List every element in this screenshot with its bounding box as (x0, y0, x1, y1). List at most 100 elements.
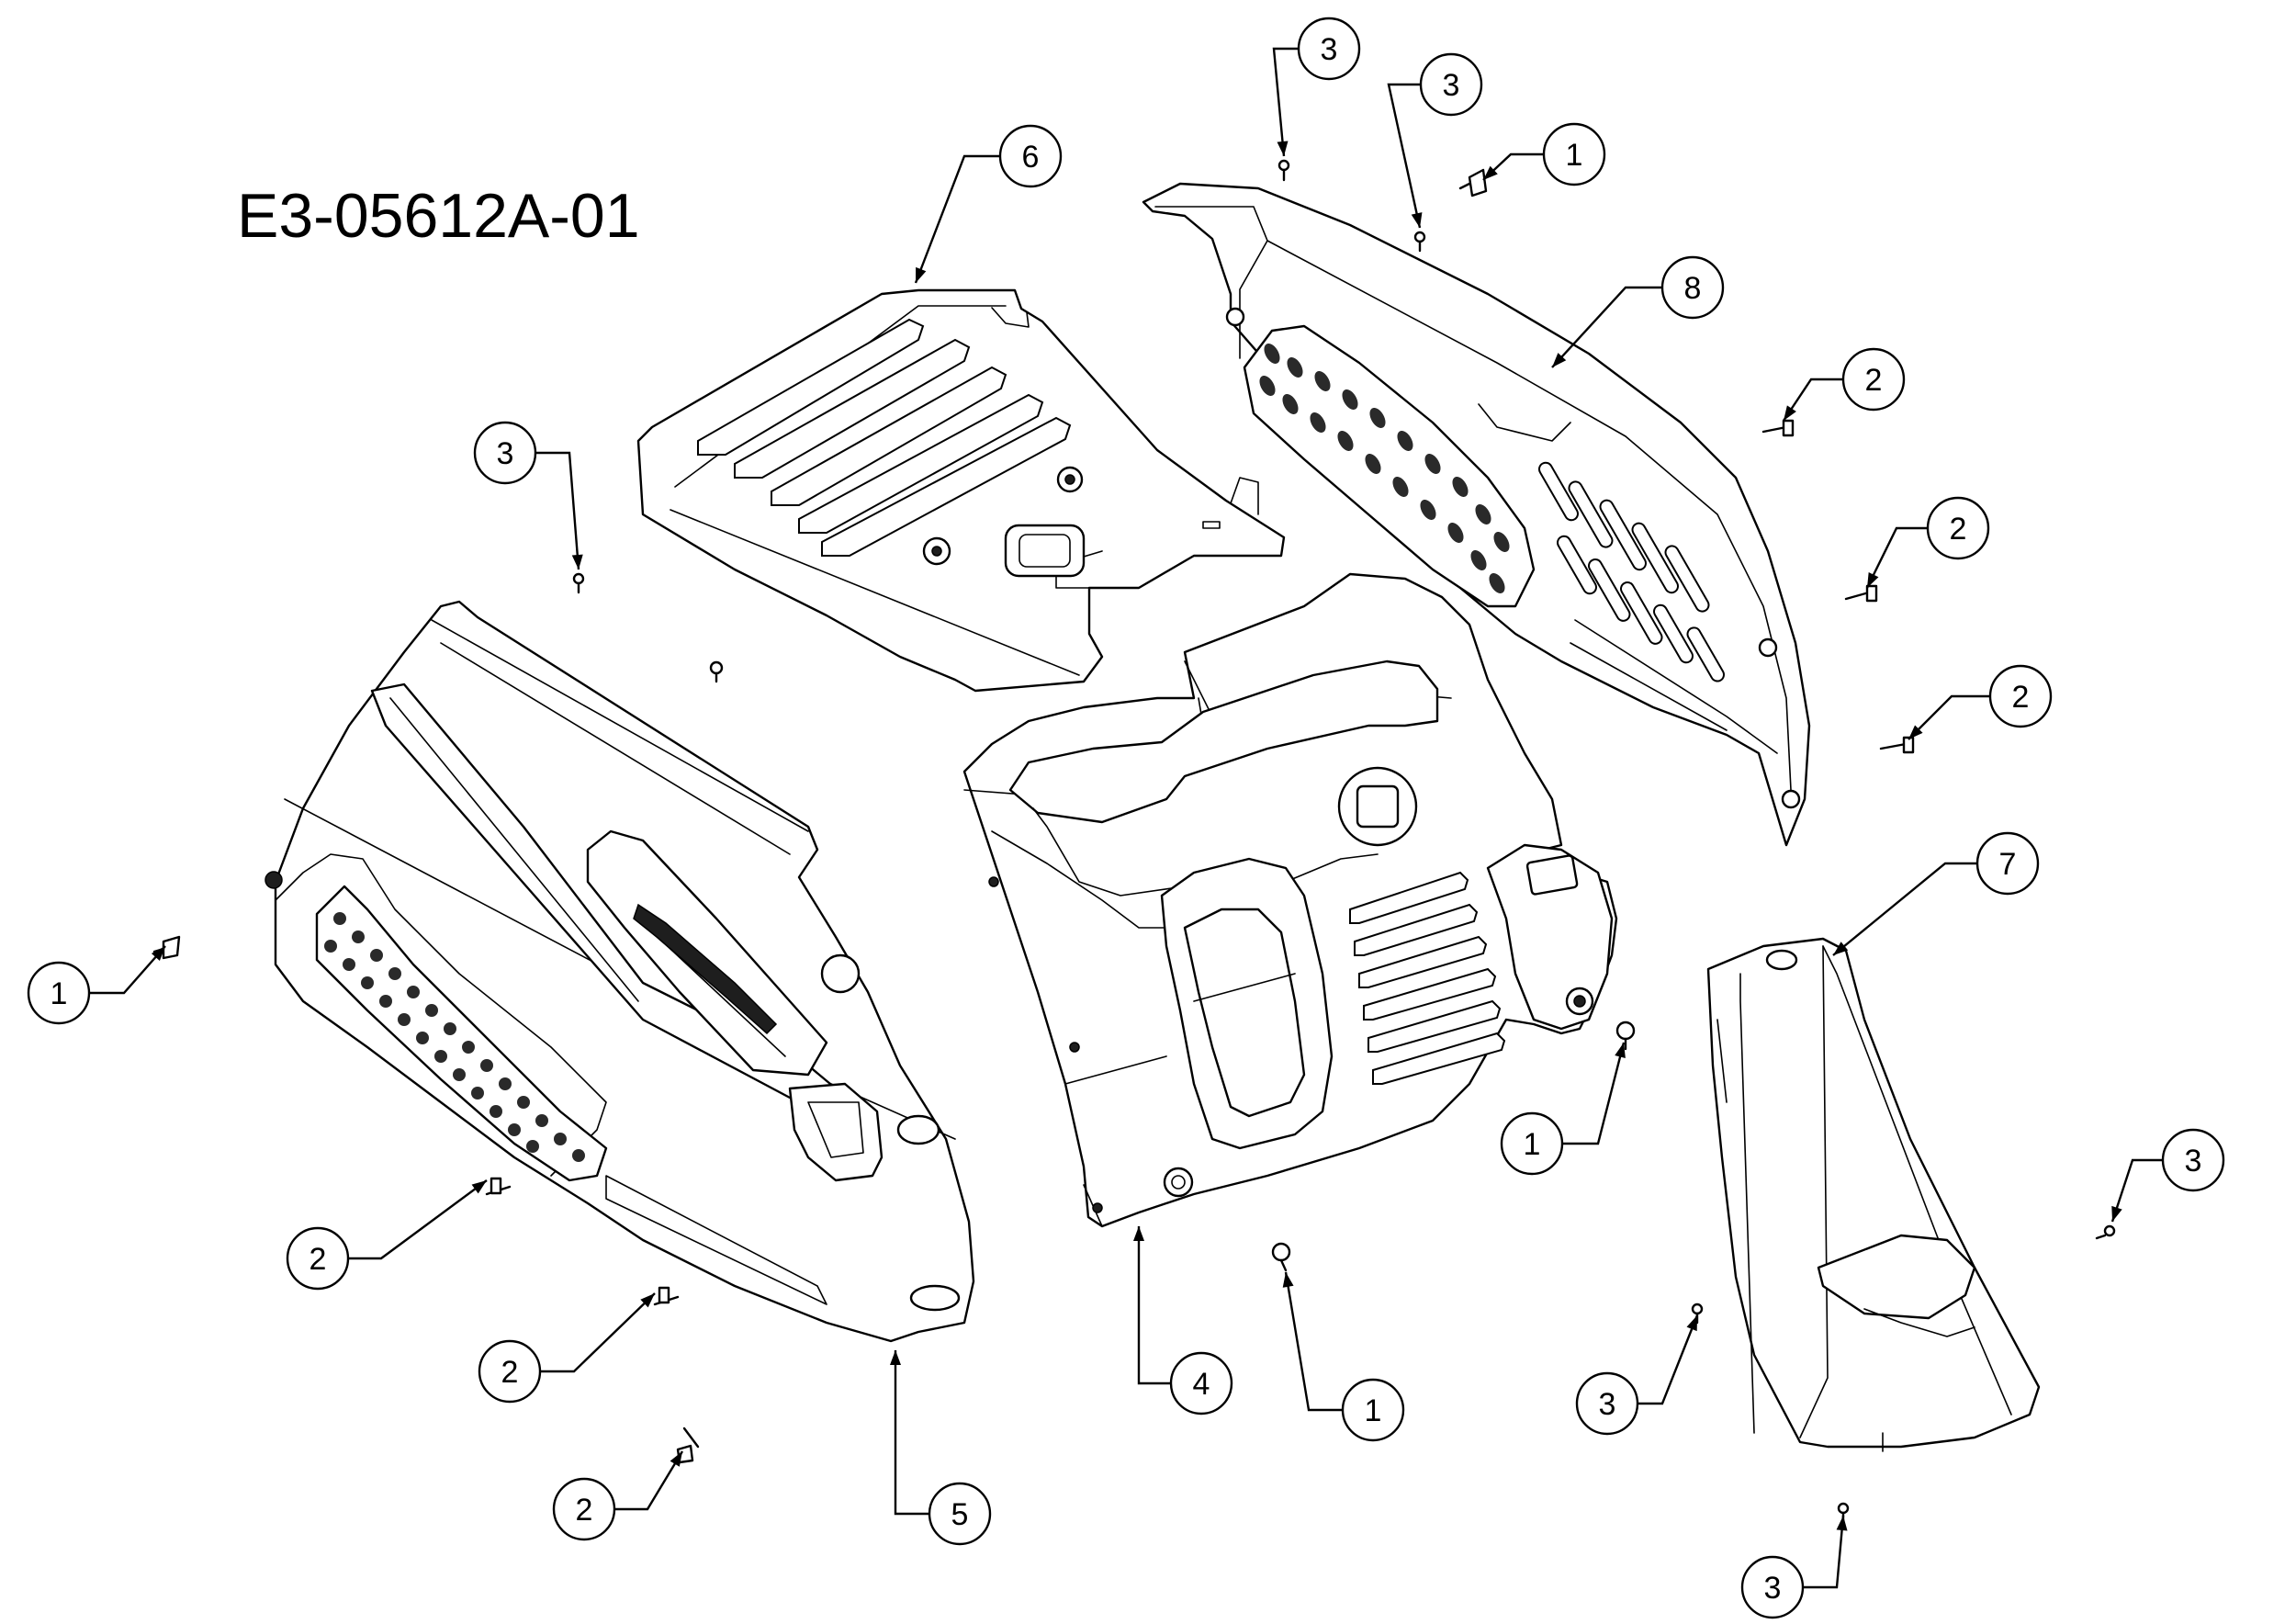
leader-line (1865, 526, 1927, 589)
part-7-column-cover (1706, 937, 2041, 1452)
leader-line (1272, 47, 1298, 157)
arrowhead (1836, 1516, 1848, 1531)
arrowhead (1615, 1043, 1626, 1058)
callout-2: 2 (478, 1292, 656, 1404)
arrowhead (1784, 405, 1796, 421)
callout-number: 2 (1950, 512, 1967, 547)
callout-circle (1297, 17, 1361, 81)
callout-2: 2 (286, 1179, 488, 1291)
part-8-rear-panel (1142, 182, 1811, 847)
fasteners (152, 159, 2116, 1524)
callout-circle (478, 1339, 542, 1404)
arrowhead (1908, 725, 1923, 739)
arrowhead (1552, 353, 1567, 367)
callout-2: 2 (552, 1450, 684, 1541)
callout-circle (1660, 255, 1725, 320)
leader-line (90, 945, 166, 995)
leader-line (914, 154, 999, 284)
callout-3: 3 (1740, 1515, 1848, 1619)
callout-number: 6 (1022, 140, 1040, 175)
leader-line (1832, 862, 1976, 956)
arrowhead (890, 1350, 901, 1365)
callout-number: 8 (1684, 271, 1702, 306)
leader-line (894, 1350, 929, 1516)
callout-circle (1341, 1378, 1405, 1442)
callout-number: 3 (1443, 68, 1460, 103)
callout-circle (998, 124, 1063, 188)
callout-3: 3 (473, 421, 583, 570)
leader-line (1137, 1226, 1170, 1385)
callout-circle (2161, 1128, 2225, 1192)
leader-line (2110, 1158, 2162, 1223)
bolt-icon (485, 419, 1915, 1464)
arrowhead (1133, 1226, 1144, 1241)
callout-number: 3 (1321, 32, 1338, 67)
callout-circle (1926, 496, 1990, 560)
leader-line (1804, 1515, 1845, 1589)
callout-number: 1 (51, 976, 68, 1011)
callout-number: 3 (2185, 1144, 2202, 1179)
leader-line (536, 451, 580, 570)
arrowhead (1867, 571, 1879, 588)
callout-number: 5 (951, 1497, 969, 1532)
leader-line (541, 1292, 656, 1373)
callout-2: 2 (1908, 664, 2053, 740)
part-4-front-hood (962, 572, 1618, 1228)
callout-circle (552, 1477, 616, 1541)
callout-circle (473, 421, 537, 485)
callout-3: 3 (1387, 52, 1483, 229)
callout-circle (27, 961, 91, 1025)
arrowhead (670, 1451, 682, 1467)
callout-circle (1988, 664, 2053, 728)
callout-circle (1740, 1555, 1805, 1619)
arrowhead (1282, 1272, 1294, 1288)
arrowhead (471, 1180, 487, 1194)
callout-circle (1975, 831, 2040, 896)
leader-line (1561, 1042, 1626, 1145)
callout-number: 2 (2012, 680, 2030, 715)
arrowhead (1686, 1315, 1697, 1332)
callout-number: 2 (310, 1242, 327, 1277)
callout-2: 2 (1783, 347, 1906, 422)
leader-line (1908, 694, 1989, 740)
callout-circle (1169, 1351, 1233, 1415)
arrowhead (2111, 1205, 2122, 1222)
callout-2: 2 (1865, 496, 1990, 589)
callout-number: 1 (1566, 138, 1583, 173)
arrowhead (571, 554, 583, 570)
callout-1: 1 (1282, 1271, 1405, 1442)
part-6-top-panel (636, 288, 1286, 693)
callout-4: 4 (1133, 1226, 1233, 1415)
callout-5: 5 (890, 1350, 992, 1546)
leader-line (1783, 378, 1842, 422)
part-5-left-side-panel (264, 600, 975, 1343)
drawing-number: E3-05612A-01 (237, 181, 640, 251)
callout-circle (286, 1226, 350, 1291)
callout-6: 6 (914, 124, 1063, 284)
callout-number: 2 (501, 1355, 519, 1390)
callout-3: 3 (1575, 1314, 1699, 1436)
callout-1: 1 (1482, 122, 1606, 186)
arrowhead (1483, 165, 1498, 180)
callout-number: 4 (1193, 1367, 1210, 1402)
callout-7: 7 (1832, 831, 2040, 956)
callout-8: 8 (1551, 255, 1725, 368)
callout-circle (928, 1482, 992, 1546)
arrowhead (916, 266, 927, 283)
callout-3: 3 (2110, 1128, 2225, 1223)
arrowhead (640, 1293, 655, 1308)
callout-circle (1419, 52, 1483, 117)
arrowhead (1833, 942, 1849, 955)
callout-1: 1 (1500, 1042, 1626, 1176)
leader-line (1284, 1271, 1343, 1412)
callout-number: 3 (1599, 1387, 1616, 1422)
callout-circle (1575, 1371, 1639, 1436)
callout-number: 3 (497, 436, 514, 471)
screw-icon (572, 159, 2116, 1524)
leader-line (615, 1450, 684, 1511)
push-pin-icon (152, 168, 1636, 1272)
callout-number: 2 (1865, 363, 1883, 398)
arrowhead (1411, 212, 1423, 228)
callout-number: 1 (1524, 1127, 1541, 1162)
